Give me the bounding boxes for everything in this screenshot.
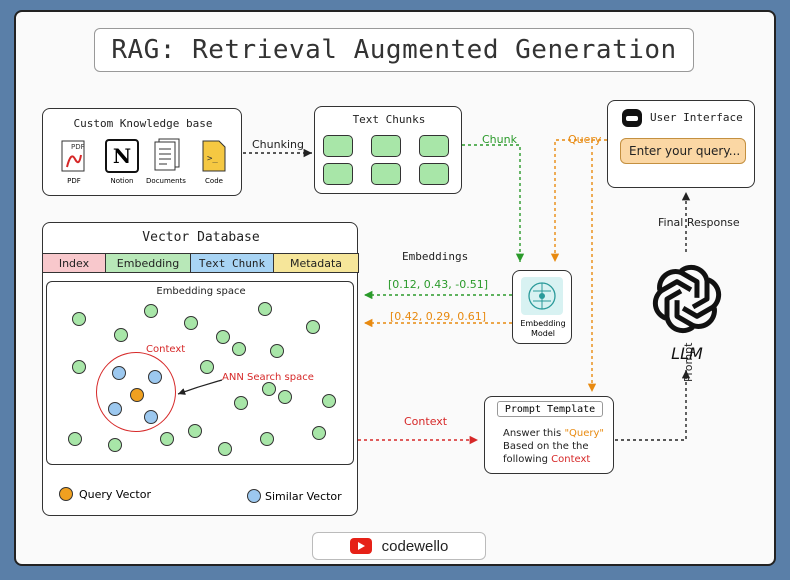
chunk-4 bbox=[323, 163, 353, 185]
llm-label: LLM bbox=[671, 344, 703, 363]
context-arrow-label: Context bbox=[404, 415, 448, 428]
vector-point bbox=[234, 396, 248, 410]
column-metadata: Metadata bbox=[273, 253, 359, 273]
query-to-model-arrow bbox=[550, 139, 607, 262]
chunk-label: Chunk bbox=[482, 133, 517, 146]
embedding-space-label: Embedding space bbox=[156, 286, 246, 297]
embedding-space: Embedding space bbox=[46, 281, 354, 465]
chunk-3 bbox=[419, 135, 449, 157]
chunking-label: Chunking bbox=[252, 138, 304, 151]
similar-vector-legend-label: Similar Vector bbox=[265, 490, 342, 503]
similar-vector-legend-dot bbox=[247, 489, 261, 503]
chunk-5 bbox=[371, 163, 401, 185]
prompt-arrow bbox=[615, 370, 691, 441]
knowledge-base-title: Custom Knowledge base bbox=[73, 117, 213, 130]
vector-point bbox=[144, 304, 158, 318]
vector-point bbox=[270, 344, 284, 358]
vector-point bbox=[232, 342, 246, 356]
column-embedding: Embedding bbox=[105, 253, 191, 273]
vector-point bbox=[306, 320, 320, 334]
column-index: Index bbox=[42, 253, 106, 273]
vector-point bbox=[188, 424, 202, 438]
documents-icon bbox=[151, 137, 181, 175]
brand-name: codewello bbox=[381, 537, 449, 555]
vector-point bbox=[258, 302, 272, 316]
pdf-label: PDF bbox=[67, 177, 81, 185]
vector-point bbox=[200, 360, 214, 374]
svg-text:>_: >_ bbox=[207, 154, 218, 164]
youtube-icon bbox=[349, 538, 372, 554]
chunk-1 bbox=[323, 135, 353, 157]
vector-point bbox=[216, 330, 230, 344]
final-response-label: Final Response bbox=[658, 216, 740, 229]
vector-point bbox=[218, 442, 232, 456]
chunk-2 bbox=[371, 135, 401, 157]
vector-point bbox=[72, 360, 86, 374]
context-label: Context bbox=[146, 344, 186, 355]
svg-text:PDF: PDF bbox=[71, 143, 85, 151]
query-vector-legend-label: Query Vector bbox=[79, 488, 151, 501]
vector-point bbox=[68, 432, 82, 446]
vector-point bbox=[312, 426, 326, 440]
ann-pointer-arrow bbox=[177, 379, 223, 395]
vector-2-label: [0.42, 0.29, 0.61] bbox=[390, 310, 487, 323]
knowledge-base-box: Custom Knowledge base PDF PDF N Notion D… bbox=[42, 108, 242, 196]
column-text-chunk: Text Chunk bbox=[190, 253, 274, 273]
code-icon: >_ bbox=[199, 137, 229, 175]
notion-icon: N bbox=[105, 139, 139, 173]
ann-search-label: ANN Search space bbox=[222, 372, 314, 383]
page-title: RAG: Retrieval Augmented Generation bbox=[94, 28, 694, 72]
prompt-template-title: Prompt Template bbox=[497, 401, 603, 417]
vector-point bbox=[262, 382, 276, 396]
query-label: Query bbox=[568, 133, 602, 146]
chunk-6 bbox=[419, 163, 449, 185]
query-input[interactable]: Enter your query... bbox=[620, 138, 746, 164]
embedding-model-label: Embedding Model bbox=[520, 319, 566, 338]
vector-db-table-header: Index Embedding Text Chunk Metadata bbox=[42, 253, 359, 273]
robot-icon bbox=[622, 109, 642, 127]
similar-vector-point bbox=[108, 402, 122, 416]
user-interface-title: User Interface bbox=[650, 111, 743, 124]
notion-label: Notion bbox=[110, 177, 134, 185]
vector-point bbox=[322, 394, 336, 408]
ann-search-circle bbox=[96, 352, 176, 432]
brain-chip-icon bbox=[521, 277, 563, 315]
prompt-template-text: Answer this "Query" Based on the the fol… bbox=[503, 428, 605, 465]
similar-vector-point bbox=[144, 410, 158, 424]
vector-database-title: Vector Database bbox=[142, 230, 260, 245]
brand-badge[interactable]: codewello bbox=[312, 532, 486, 560]
embedding-model-box: Embedding Model bbox=[512, 270, 572, 344]
text-chunks-box: Text Chunks bbox=[314, 106, 462, 194]
vector-legend: Query Vector Similar Vector bbox=[43, 487, 359, 507]
user-interface-box: User Interface Enter your query... bbox=[607, 100, 755, 188]
vector-point bbox=[278, 390, 292, 404]
pdf-icon: PDF bbox=[59, 137, 89, 175]
chunk-arrow bbox=[462, 144, 525, 262]
query-vector-point bbox=[130, 388, 144, 402]
text-chunks-title: Text Chunks bbox=[352, 113, 426, 126]
code-label: Code bbox=[205, 177, 223, 185]
similar-vector-point bbox=[112, 366, 126, 380]
vector-point bbox=[114, 328, 128, 342]
query-vector-legend-dot bbox=[59, 487, 73, 501]
documents-label: Documents bbox=[146, 177, 186, 185]
vector-point bbox=[184, 316, 198, 330]
vector-point bbox=[108, 438, 122, 452]
vector-point bbox=[260, 432, 274, 446]
prompt-template-box: Prompt Template Answer this "Query" Base… bbox=[484, 396, 614, 474]
vector-point bbox=[160, 432, 174, 446]
embeddings-label: Embeddings bbox=[402, 250, 469, 263]
similar-vector-point bbox=[148, 370, 162, 384]
openai-logo-icon bbox=[652, 264, 722, 334]
vector-1-label: [0.12, 0.43, -0.51] bbox=[388, 278, 489, 291]
vector-point bbox=[72, 312, 86, 326]
